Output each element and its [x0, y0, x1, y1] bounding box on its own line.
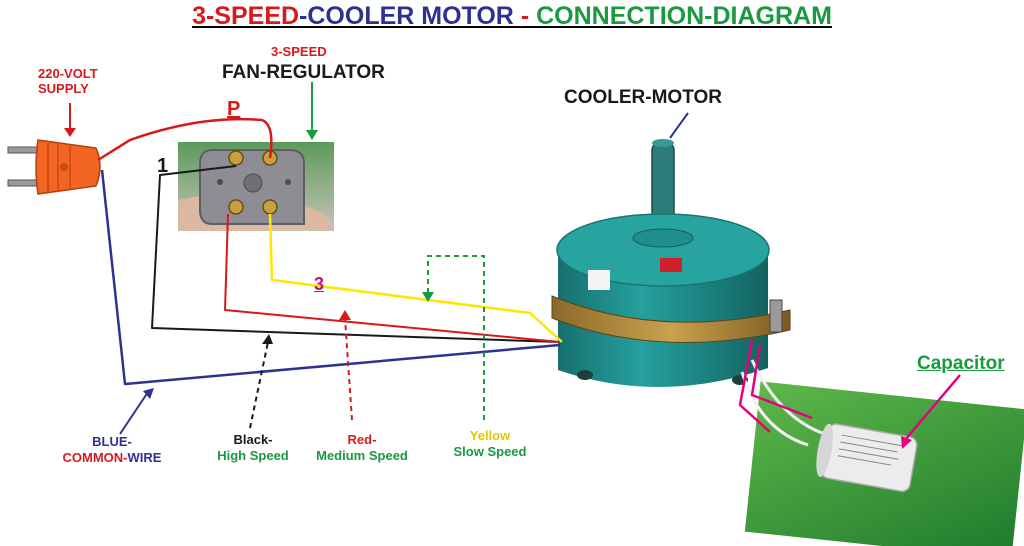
- capacitor-arrow: [904, 374, 961, 441]
- blue-wire-label-common: COMMON-: [62, 450, 128, 465]
- red-medium-speed-wire: [224, 213, 561, 343]
- red-wire-arrow: [344, 317, 353, 421]
- blue-common-wire: [100, 169, 561, 386]
- blue-wire-label: BLUE- COMMON-WIRE: [52, 434, 172, 466]
- red-wire-label: Red- Medium Speed: [306, 432, 418, 464]
- terminal-1-label: 1: [157, 155, 169, 177]
- title-part-cooler-motor: -COOLER MOTOR: [299, 2, 521, 30]
- capacitor-label: Capacitor: [917, 353, 1005, 374]
- supply-label-line1: 220-VOLT: [38, 66, 98, 81]
- blue-wire-label-line1: BLUE-: [92, 434, 132, 449]
- yellow-wire-label: Yellow Slow Speed: [440, 428, 540, 460]
- black-wire-label: Black- High Speed: [203, 432, 303, 464]
- capacitor-wire: [738, 339, 813, 433]
- red-supply-wire: [97, 117, 273, 162]
- terminal-3-label: 3: [314, 274, 325, 294]
- blue-wire-label-line2: COMMON-WIRE: [52, 450, 172, 466]
- diagram-title: 3-SPEED-COOLER MOTOR - CONNECTION-DIAGRA…: [0, 2, 1024, 31]
- power-plug: [7, 139, 101, 195]
- yellow-slow-speed-wire: [268, 213, 563, 343]
- fan-regulator-photo: [178, 142, 334, 231]
- motor-label: COOLER-MOTOR: [564, 87, 722, 108]
- motor-arrow: [669, 112, 689, 139]
- yellow-wire-label-line2: Slow Speed: [453, 444, 527, 459]
- wires: [97, 117, 813, 433]
- regulator-label-line1: 3-SPEED: [271, 44, 327, 59]
- pointer-arrows: [64, 82, 961, 449]
- terminal-p-label: P: [227, 98, 241, 120]
- title-part-connection-diagram: CONNECTION-DIAGRAM: [536, 2, 832, 30]
- black-wire-label-line1: Black-: [233, 432, 273, 447]
- regulator-label-line2: FAN-REGULATOR: [222, 62, 385, 83]
- black-wire-label-line2: High Speed: [217, 448, 289, 463]
- yellow-wire-dashed-loop: [427, 255, 485, 420]
- title-part-3-speed: 3-SPEED: [192, 2, 300, 30]
- blue-wire-label-wire: WIRE: [127, 450, 162, 465]
- capacitor-photo: [740, 359, 1024, 546]
- red-wire-label-line2: Medium Speed: [316, 448, 408, 463]
- black-wire-arrow: [249, 341, 269, 429]
- supply-label-line2: SUPPLY: [38, 81, 89, 96]
- title-part-separator: -: [520, 2, 537, 30]
- blue-wire-arrow: [119, 391, 149, 435]
- yellow-wire-label-line1: Yellow: [469, 428, 511, 443]
- red-wire-label-line1: Red-: [347, 432, 377, 447]
- black-high-speed-wire: [151, 165, 561, 343]
- cooler-motor: [551, 139, 791, 388]
